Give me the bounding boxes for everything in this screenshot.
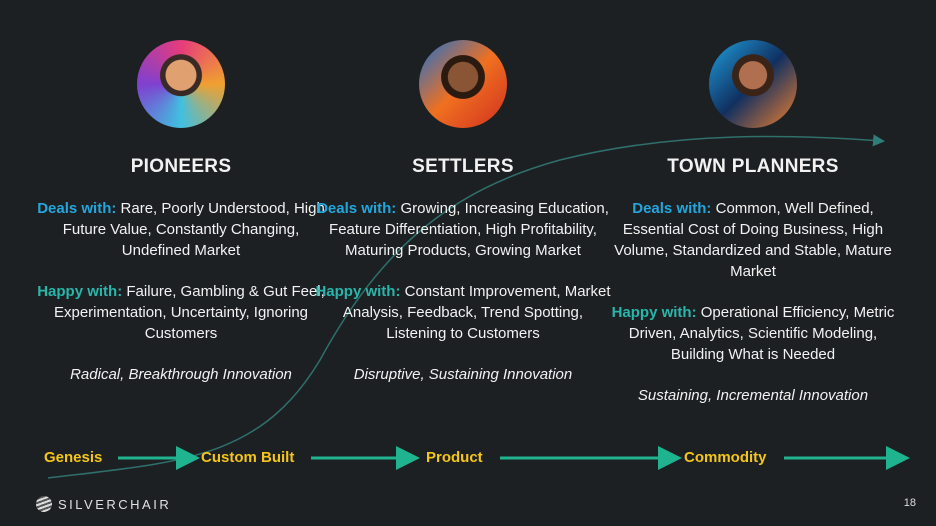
- logo-mark-icon: [36, 496, 52, 512]
- settler-avatar: [419, 40, 507, 128]
- deals-text: Deals with: Common, Well Defined, Essent…: [614, 200, 892, 280]
- innovation-text: Disruptive, Sustaining Innovation: [353, 366, 573, 383]
- column-title: TOWN PLANNERS: [667, 156, 839, 177]
- logo-text: SILVERCHAIR: [58, 496, 172, 512]
- innovation-text: Radical, Breakthrough Innovation: [70, 366, 292, 383]
- town-planner-avatar: [709, 40, 797, 128]
- innovation-text: Sustaining, Incremental Innovation: [637, 387, 869, 404]
- page-number: 18: [903, 497, 916, 509]
- stage-custom-built: Custom Built: [201, 449, 295, 466]
- deals-text: Deals with: Growing, Increasing Educatio…: [317, 200, 609, 259]
- column-pioneers: PIONEERS Deals with: Rare, Poorly Unders…: [31, 40, 331, 383]
- column-title: PIONEERS: [130, 156, 232, 177]
- happy-text: Happy with: Failure, Gambling & Gut Feel…: [37, 283, 325, 342]
- evolution-curve: [47, 134, 885, 479]
- deals-text: Deals with: Rare, Poorly Understood, Hig…: [37, 200, 325, 259]
- stage-genesis: Genesis: [44, 449, 103, 466]
- silverchair-logo: SILVERCHAIR: [36, 496, 171, 512]
- stage-product: Product: [426, 449, 483, 466]
- happy-text: Happy with: Operational Efficiency, Metr…: [611, 304, 895, 363]
- stage-commodity: Commodity: [684, 449, 767, 466]
- happy-text: Happy with: Constant Improvement, Market…: [315, 283, 611, 342]
- pioneer-avatar: [137, 40, 225, 128]
- column-settlers: SETTLERS Deals with: Growing, Increasing…: [313, 40, 613, 383]
- column-town-planners: TOWN PLANNERS Deals with: Common, Well D…: [603, 40, 903, 404]
- column-title: SETTLERS: [412, 156, 514, 177]
